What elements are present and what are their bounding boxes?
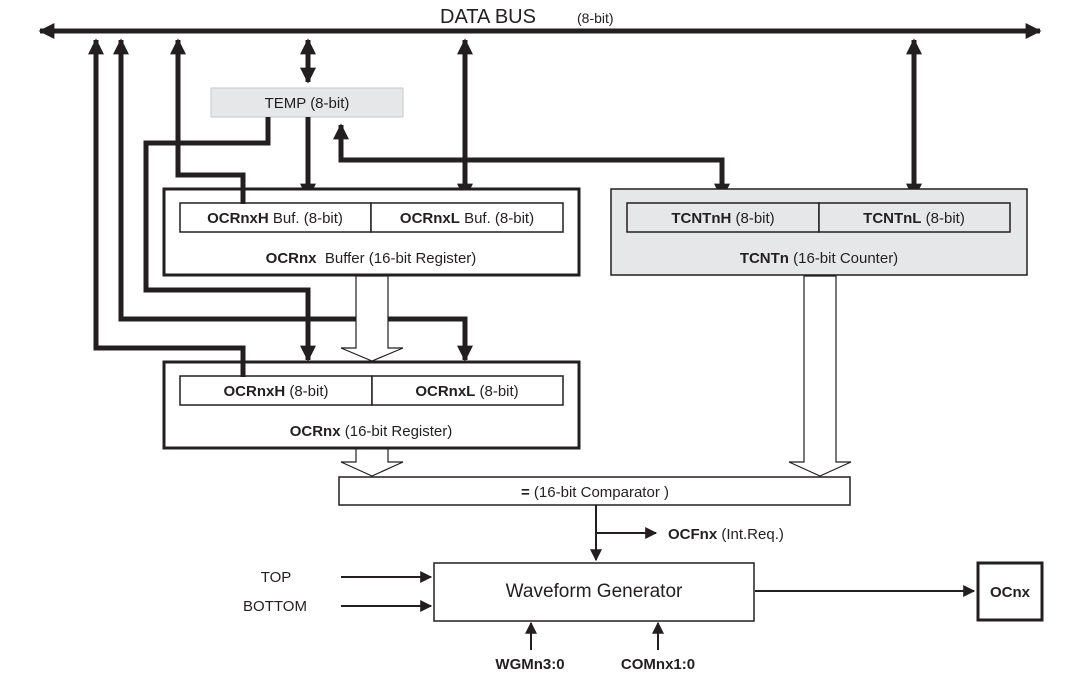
equals-icon: = bbox=[521, 484, 530, 501]
temp-register: TEMP (8-bit) bbox=[210, 87, 404, 118]
data-bus-width: (8-bit) bbox=[577, 10, 614, 26]
interrupt-label: OCFnx (Int.Req.) bbox=[668, 526, 784, 543]
comparator-label: = (16-bit Comparator ) bbox=[521, 484, 669, 501]
wide-data-paths bbox=[340, 275, 852, 477]
buffer-to-ocr-wide-arrow bbox=[340, 275, 404, 362]
tcnt-low-cell bbox=[818, 202, 1011, 233]
comparator: = (16-bit Comparator ) bbox=[338, 476, 851, 506]
ocr-register: OCRnxH (8-bit) OCRnxL (8-bit) OCRnx (16-… bbox=[162, 360, 581, 450]
ocr-high-cell bbox=[179, 375, 373, 406]
ocr-to-comparator-wide-arrow bbox=[340, 447, 404, 477]
output-pin-box bbox=[976, 561, 1044, 622]
ocr-buf-high-label: OCRnxH Buf. (8-bit) bbox=[207, 210, 343, 227]
ocr-high-label: OCRnxH (8-bit) bbox=[223, 383, 328, 400]
ocr-buf-high-to-bus bbox=[169, 38, 246, 204]
tcnt-low-label: TCNTnL (8-bit) bbox=[863, 210, 965, 227]
tcnt-to-comparator-wide-arrow bbox=[788, 275, 852, 477]
data-bus-title: DATA BUS bbox=[440, 6, 536, 28]
top-input-label: TOP bbox=[261, 569, 292, 586]
ocr-caption: OCRnx (16-bit Register) bbox=[290, 423, 453, 440]
ocr-buffer-caption: OCRnx Buffer (16-bit Register) bbox=[266, 250, 477, 267]
wgm-label: WGMn3:0 bbox=[495, 656, 564, 673]
control-connections bbox=[341, 505, 976, 650]
bus-to-ocr-low bbox=[112, 38, 474, 362]
output-pin-label: OCnx bbox=[990, 584, 1031, 601]
tcnt-high-cell bbox=[626, 202, 820, 233]
tcnt-high-label: TCNTnH (8-bit) bbox=[671, 210, 774, 227]
tcnt-caption: TCNTn (16-bit Counter) bbox=[740, 250, 898, 267]
comparator-box bbox=[338, 476, 851, 506]
ocr-buf-low-cell bbox=[370, 202, 564, 233]
data-bus: DATA BUS (8-bit) bbox=[38, 6, 1042, 40]
bottom-input-label: BOTTOM bbox=[243, 598, 307, 615]
temp-tcnt-high-link bbox=[332, 123, 731, 200]
output-pin: OCnx bbox=[976, 561, 1044, 622]
ocr-low-label: OCRnxL (8-bit) bbox=[415, 383, 518, 400]
waveform-box bbox=[433, 562, 755, 622]
ocr-low-cell bbox=[371, 375, 564, 406]
ocr-buffer-register: OCRnxH Buf. (8-bit) OCRnxL Buf. (8-bit) … bbox=[162, 187, 581, 277]
com-label: COMnx1:0 bbox=[621, 656, 695, 673]
ocr-box bbox=[162, 360, 581, 450]
temp-label: TEMP (8-bit) bbox=[265, 95, 350, 112]
ocr-buf-high-cell bbox=[179, 202, 372, 233]
waveform-generator: Waveform Generator bbox=[433, 562, 755, 622]
ocr-buf-low-label: OCRnxL Buf. (8-bit) bbox=[400, 210, 534, 227]
tcnt-counter: TCNTnH (8-bit) TCNTnL (8-bit) TCNTn (16-… bbox=[610, 188, 1028, 276]
waveform-label: Waveform Generator bbox=[506, 581, 683, 602]
